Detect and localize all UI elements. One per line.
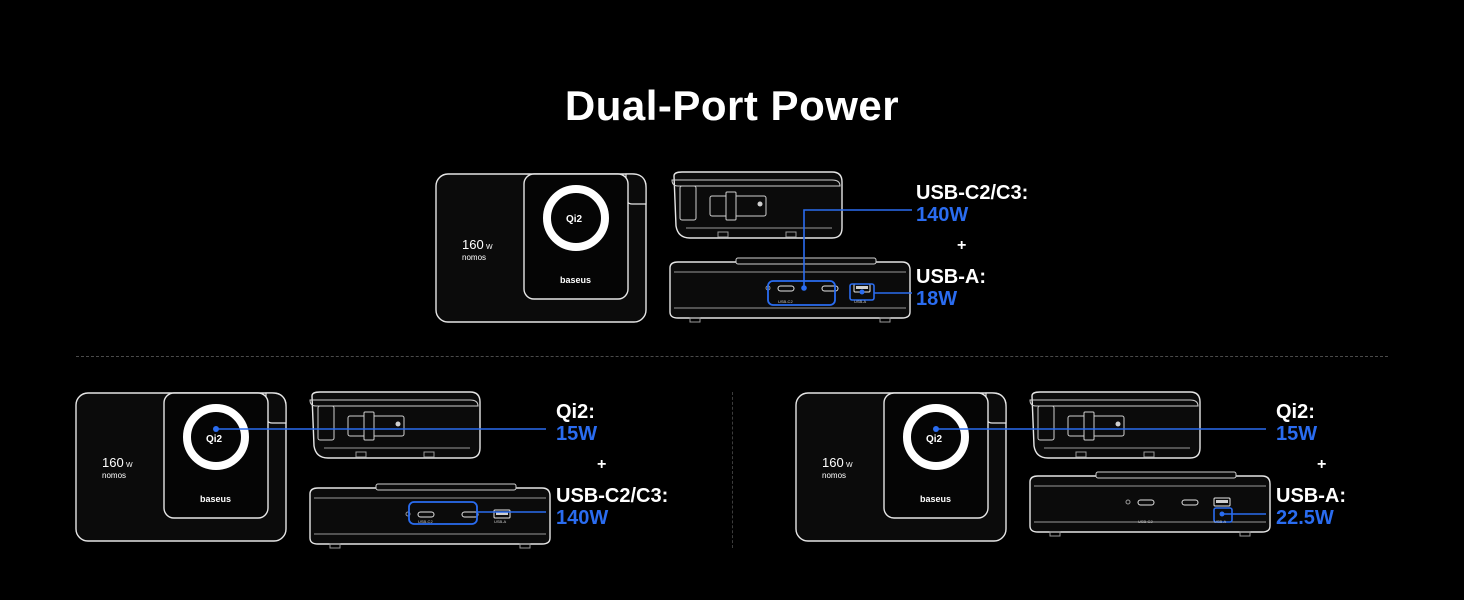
panel-left-brand-logo: baseus (200, 494, 231, 504)
panel-left-power-unit: W (126, 462, 133, 469)
panel-right-brand-logo: baseus (920, 494, 951, 504)
panel-left-top-view (309, 391, 481, 459)
panel-right-side-view (1029, 471, 1271, 537)
panel-top-power-value: 160 (462, 237, 484, 252)
panel-left-usbc-highlight (408, 501, 478, 525)
panel-left-watt1-value: 15W (556, 423, 598, 445)
panel-left-model-logo: nomos (102, 471, 126, 480)
panel-top-watt2-value: 18W (916, 288, 958, 310)
panel-right-qi-dot (933, 426, 939, 432)
panel-right-usba-highlight (1213, 507, 1233, 523)
panel-right-port-a-label: USB-A (1214, 519, 1227, 524)
panel-top-qi-badge: Qi2 (566, 214, 583, 225)
panel-right-port1-label: Qi2: (1276, 401, 1315, 423)
panel-left-plus: + (597, 456, 607, 473)
panel-left-port-c-label: USB-C2 (418, 519, 433, 524)
panel-left-qi-badge: Qi2 (206, 434, 223, 445)
panel-right-top-view (1029, 391, 1201, 459)
panel-left-side-view (309, 483, 551, 549)
panel-right-usba-dot (1219, 511, 1225, 517)
horizontal-divider (76, 356, 1388, 357)
panel-top-usba-dot (859, 289, 865, 295)
panel-right-power-unit: W (846, 462, 853, 469)
panel-right-model-logo: nomos (822, 471, 846, 480)
panel-top-plus: + (957, 237, 967, 254)
panel-top-usbc-leader (803, 209, 912, 288)
panel-right-qi-badge: Qi2 (926, 434, 943, 445)
panel-top-watt1-value: 140W (916, 204, 969, 226)
panel-top-port-c-label: USB-C2 (778, 299, 793, 304)
panel-top-power-unit: W (486, 244, 493, 251)
panel-top-port1-label: USB-C2/C3: (916, 182, 1029, 204)
panel-top-port-a-label: USB-A (854, 299, 867, 304)
panel-right-port2-label: USB-A: (1276, 485, 1346, 507)
panel-left-qi-dot (213, 426, 219, 432)
page-title: Dual-Port Power (564, 82, 900, 129)
panel-top-top-view (671, 171, 843, 239)
panel-right-watt1-value: 15W (1276, 423, 1318, 445)
panel-top-model-logo: nomos (462, 253, 486, 262)
panel-left-watt2-value: 140W (556, 507, 609, 529)
vertical-divider (732, 392, 733, 548)
panel-top-usba-highlight (849, 283, 875, 301)
panel-right-port-c-label: USB-C2 (1138, 519, 1153, 524)
panel-left-power-value: 160 (102, 455, 124, 470)
panel-top-brand-logo: baseus (560, 275, 591, 285)
panel-right-plus: + (1317, 456, 1327, 473)
panel-top-usbc-highlight (767, 280, 836, 306)
panel-left-port1-label: Qi2: (556, 401, 595, 423)
panel-top-port2-label: USB-A: (916, 266, 986, 288)
panel-right-power-value: 160 (822, 455, 844, 470)
panel-left-port2-label: USB-C2/C3: (556, 485, 669, 507)
panel-left-port-a-label: USB-A (494, 519, 507, 524)
panel-right-watt2-value: 22.5W (1276, 507, 1334, 529)
panel-top-usbc-dot (801, 285, 807, 291)
